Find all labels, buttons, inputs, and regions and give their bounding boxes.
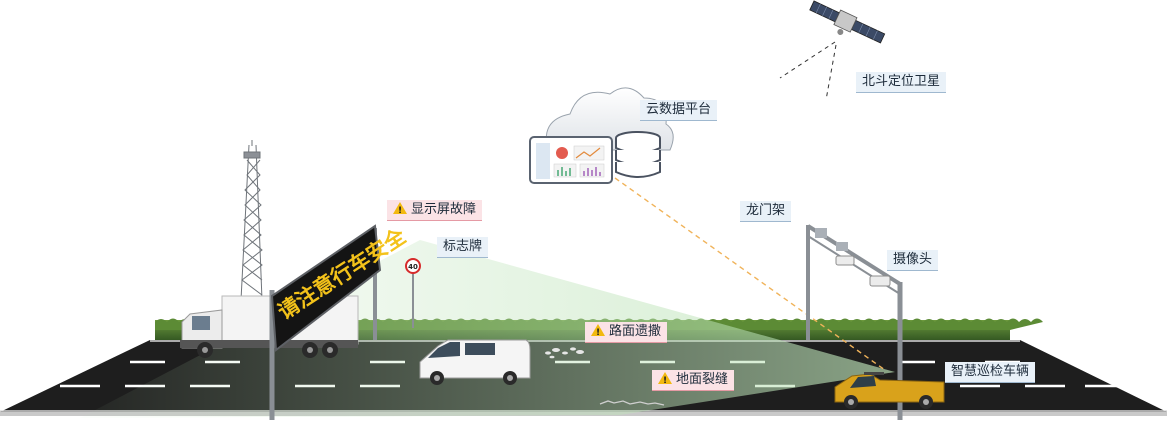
alert-road-debris-text: 路面遗撒 (609, 324, 662, 339)
camera-icon (835, 255, 891, 287)
alert-road-crack: 地面裂缝 (652, 370, 735, 391)
warning-icon (591, 324, 605, 342)
speed-limit-sign (405, 258, 421, 328)
inspection-vehicle-label: 智慧巡检车辆 (945, 362, 1036, 383)
gantry (806, 224, 903, 420)
alert-road-debris: 路面遗撒 (585, 322, 668, 343)
cloud-platform-label: 云数据平台 (640, 100, 718, 121)
camera-label: 摄像头 (887, 250, 939, 271)
van (419, 339, 531, 385)
inspection-vehicle (834, 372, 945, 409)
communication-tower (240, 140, 263, 301)
satellite-icon (809, 0, 886, 44)
warning-icon (393, 202, 407, 220)
alert-road-crack-text: 地面裂缝 (676, 372, 729, 387)
alert-screen-fault: 显示屏故障 (387, 200, 483, 221)
vehicle-cloud-link (614, 177, 886, 371)
database-icon (615, 131, 661, 178)
warning-icon (658, 372, 672, 390)
speed-limit-value: 40 (408, 263, 418, 271)
satellite-label: 北斗定位卫星 (856, 72, 947, 93)
alert-screen-fault-text: 显示屏故障 (411, 202, 477, 217)
led-display-board (269, 224, 382, 420)
satellite-links (779, 41, 837, 101)
sign-label: 标志牌 (437, 237, 489, 258)
road-debris (545, 347, 584, 359)
gantry-label: 龙门架 (740, 201, 792, 222)
road-crack (599, 400, 665, 406)
